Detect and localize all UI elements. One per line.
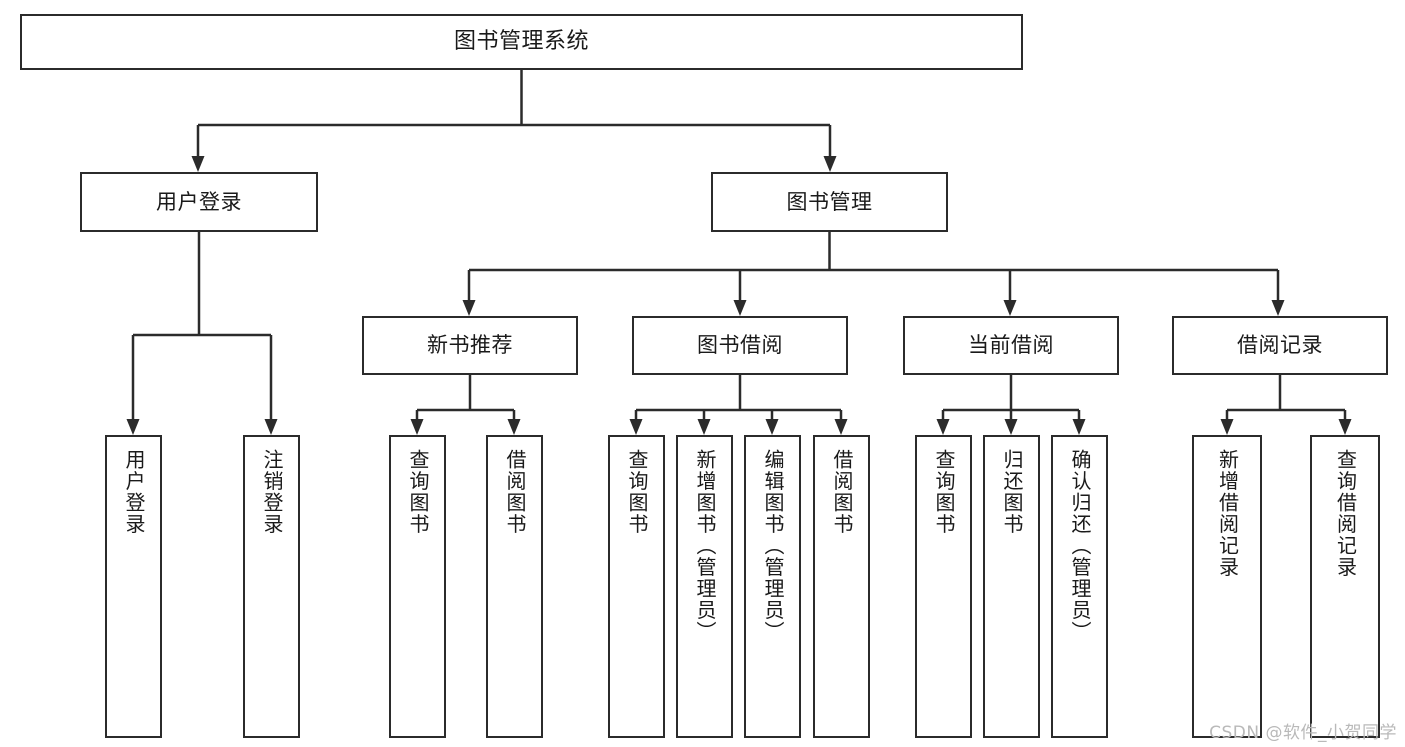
node-root[interactable]: 图书管理系统	[20, 14, 1023, 70]
node-leaf-confirm-return[interactable]: 确认归还（管理员）	[1051, 435, 1108, 738]
node-leaf-user-login-label: 用户登录	[122, 449, 146, 535]
node-leaf-add-record[interactable]: 新增借阅记录	[1192, 435, 1262, 738]
node-leaf-add-book-label: 新增图书（管理员）	[693, 449, 717, 643]
node-leaf-borrow-book-1-label: 借阅图书	[503, 449, 527, 535]
node-leaf-query-record-label: 查询借阅记录	[1333, 449, 1358, 578]
node-current-borrow[interactable]: 当前借阅	[903, 316, 1119, 375]
node-leaf-query-book-3-label: 查询图书	[932, 449, 956, 535]
node-user-login-label: 用户登录	[156, 189, 242, 214]
node-leaf-confirm-return-label: 确认归还（管理员）	[1068, 449, 1092, 643]
csdn-watermark: CSDN @软件_小贺同学	[1209, 723, 1397, 743]
node-borrow-record-label: 借阅记录	[1237, 333, 1323, 358]
node-leaf-borrow-book-1[interactable]: 借阅图书	[486, 435, 543, 738]
node-leaf-borrow-book-2-label: 借阅图书	[830, 449, 854, 535]
node-new-book-recommend[interactable]: 新书推荐	[362, 316, 578, 375]
node-leaf-query-book-1-label: 查询图书	[406, 449, 430, 535]
node-leaf-query-book-2-label: 查询图书	[625, 449, 649, 535]
node-leaf-logout[interactable]: 注销登录	[243, 435, 300, 738]
node-leaf-query-book-1[interactable]: 查询图书	[389, 435, 446, 738]
node-leaf-user-login[interactable]: 用户登录	[105, 435, 162, 738]
node-leaf-return-book-label: 归还图书	[1000, 449, 1024, 535]
node-leaf-add-record-label: 新增借阅记录	[1215, 449, 1240, 578]
node-book-borrow[interactable]: 图书借阅	[632, 316, 848, 375]
node-book-borrow-label: 图书借阅	[697, 333, 783, 358]
node-leaf-logout-label: 注销登录	[260, 449, 284, 535]
node-current-borrow-label: 当前借阅	[968, 333, 1054, 358]
node-root-label: 图书管理系统	[453, 29, 589, 55]
node-leaf-edit-book-label: 编辑图书（管理员）	[761, 449, 785, 643]
node-leaf-query-book-3[interactable]: 查询图书	[915, 435, 972, 738]
node-leaf-return-book[interactable]: 归还图书	[983, 435, 1040, 738]
node-leaf-query-record[interactable]: 查询借阅记录	[1310, 435, 1380, 738]
node-user-login[interactable]: 用户登录	[80, 172, 318, 232]
node-leaf-borrow-book-2[interactable]: 借阅图书	[813, 435, 870, 738]
node-book-manage-label: 图书管理	[786, 189, 873, 214]
node-book-manage[interactable]: 图书管理	[711, 172, 948, 232]
node-leaf-edit-book[interactable]: 编辑图书（管理员）	[744, 435, 801, 738]
node-new-book-recommend-label: 新书推荐	[427, 333, 513, 358]
node-borrow-record[interactable]: 借阅记录	[1172, 316, 1388, 375]
node-leaf-add-book[interactable]: 新增图书（管理员）	[676, 435, 733, 738]
node-leaf-query-book-2[interactable]: 查询图书	[608, 435, 665, 738]
